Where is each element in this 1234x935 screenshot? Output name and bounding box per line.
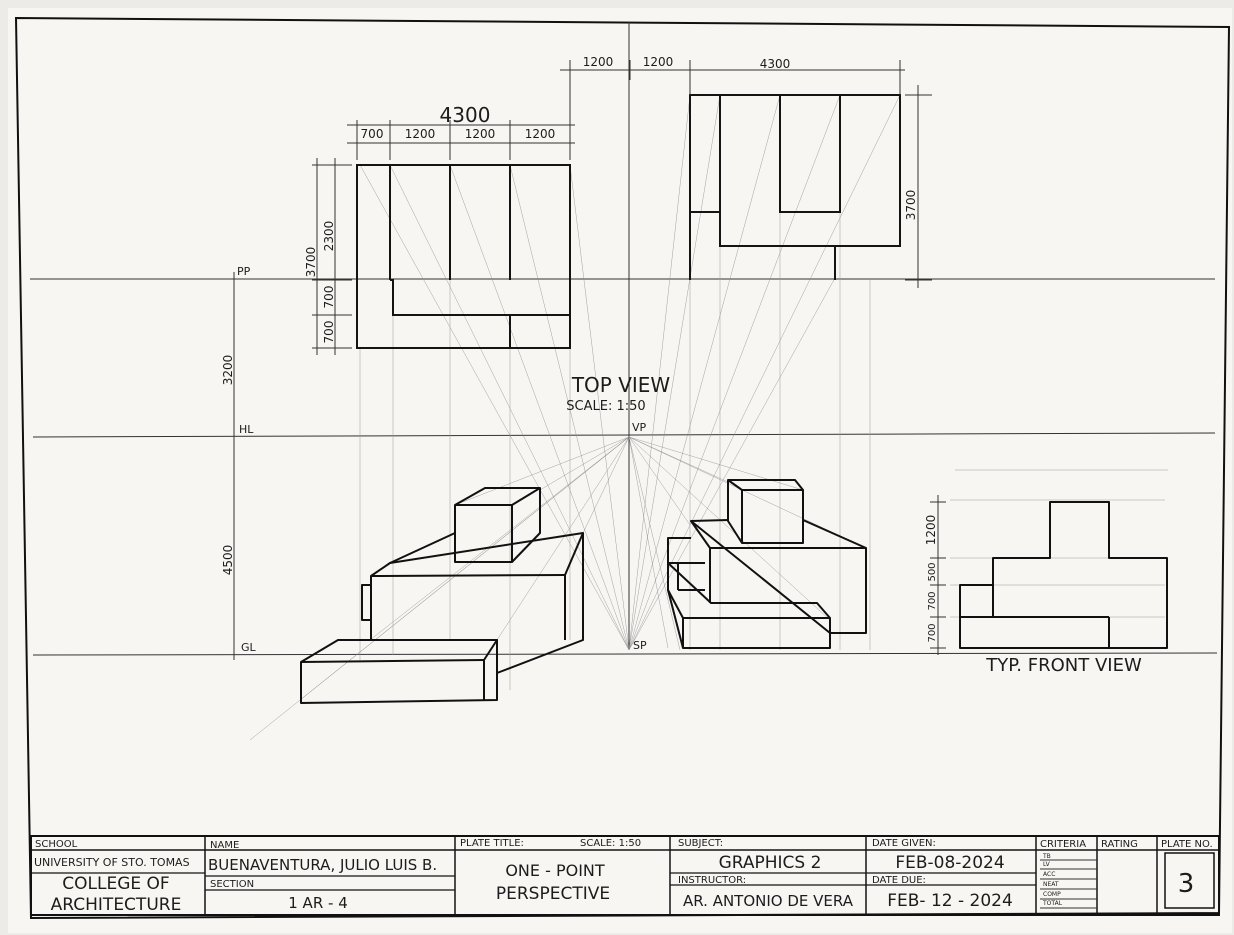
front-view: 1200 500 700 700 TYP. FRONT VIEW xyxy=(924,495,1168,676)
subject-label: SUBJECT: xyxy=(678,838,723,849)
section-value: 1 AR - 4 xyxy=(288,894,348,912)
date-given-label: DATE GIVEN: xyxy=(872,838,936,849)
date-given-value: FEB-08-2024 xyxy=(895,853,1004,873)
dim-vertical-3700: 3700 xyxy=(304,247,318,278)
student-name: BUENAVENTURA, JULIO LUIS B. xyxy=(208,856,437,874)
plate-no-label: PLATE NO. xyxy=(1161,839,1213,850)
front-view-title: TYP. FRONT VIEW xyxy=(985,655,1142,676)
dim-right-3700: 3700 xyxy=(904,190,918,221)
instructor-label: INSTRUCTOR: xyxy=(678,875,746,886)
label-pp: PP xyxy=(237,265,251,278)
criteria-label: CRITERIA xyxy=(1040,839,1086,850)
instructor-value: AR. ANTONIO DE VERA xyxy=(683,892,854,910)
label-vp: VP xyxy=(632,421,647,434)
top-view-scale: SCALE: 1:50 xyxy=(566,399,645,414)
rating-label: RATING xyxy=(1101,839,1138,850)
front-dim-700-b: 700 xyxy=(927,623,938,642)
dim-vertical-2300: 2300 xyxy=(322,221,336,252)
criteria-total: TOTAL xyxy=(1042,900,1063,907)
scale-label: SCALE: 1:50 xyxy=(580,838,641,849)
dim-height-3200: 3200 xyxy=(221,355,235,386)
paper xyxy=(8,8,1232,933)
criteria-acc: ACC xyxy=(1043,871,1055,878)
criteria-tb: TB xyxy=(1042,853,1051,860)
college-line2: ARCHITECTURE xyxy=(51,895,182,915)
label-hl: HL xyxy=(239,423,254,436)
criteria-comp: COMP xyxy=(1043,891,1061,898)
front-dim-700-a: 700 xyxy=(927,591,938,610)
name-label: NAME xyxy=(210,840,239,851)
plan-outer-rect xyxy=(356,164,571,349)
dim-1200-a: 1200 xyxy=(405,127,436,141)
dim-vertical-700-b: 700 xyxy=(322,321,336,344)
dim-700: 700 xyxy=(361,127,384,141)
front-dim-1200: 1200 xyxy=(924,515,938,546)
top-view-right: 1200 1200 4300 3700 xyxy=(560,55,932,288)
date-due-value: FEB- 12 - 2024 xyxy=(887,891,1013,911)
dim-right-1200-b: 1200 xyxy=(643,55,674,69)
dim-right-4300: 4300 xyxy=(760,57,791,71)
label-gl: GL xyxy=(241,641,257,654)
perspective-object-left xyxy=(300,487,584,704)
ground-line xyxy=(32,652,1218,656)
horizon-line xyxy=(32,432,1216,438)
school-name: UNIVERSITY OF STO. TOMAS xyxy=(34,856,190,869)
criteria-lv: LV xyxy=(1043,861,1051,868)
label-sp: SP xyxy=(633,639,647,652)
dim-1200-c: 1200 xyxy=(525,127,556,141)
top-view-title: TOP VIEW xyxy=(571,373,671,397)
reference-lines xyxy=(30,22,1218,656)
title-block: SCHOOL UNIVERSITY OF STO. TOMAS COLLEGE … xyxy=(30,835,1220,916)
drop-guides xyxy=(359,212,1168,690)
front-dim-500: 500 xyxy=(927,562,938,581)
plate-title-line1: ONE - POINT xyxy=(505,861,605,880)
projection-rays xyxy=(249,94,901,741)
college-line1: COLLEGE OF xyxy=(62,874,169,894)
plate-title-label: PLATE TITLE: xyxy=(460,838,524,849)
plate-title-line2: PERSPECTIVE xyxy=(496,884,610,904)
dim-overall-4300: 4300 xyxy=(440,103,491,127)
dim-right-1200-a: 1200 xyxy=(583,55,614,69)
dim-1200-b: 1200 xyxy=(465,127,496,141)
top-view-left: 4300 700 1200 1200 1200 3700 2300 700 70… xyxy=(304,60,575,355)
date-due-label: DATE DUE: xyxy=(872,875,926,886)
criteria-neat: NEAT xyxy=(1043,881,1059,888)
subject-value: GRAPHICS 2 xyxy=(719,853,822,873)
section-label: SECTION xyxy=(210,879,254,890)
school-label: SCHOOL xyxy=(35,839,78,850)
perspective-object-right xyxy=(667,479,867,649)
dim-vertical-700-a: 700 xyxy=(322,286,336,309)
plate-no-value: 3 xyxy=(1178,869,1195,899)
dim-height-4500: 4500 xyxy=(221,545,235,576)
